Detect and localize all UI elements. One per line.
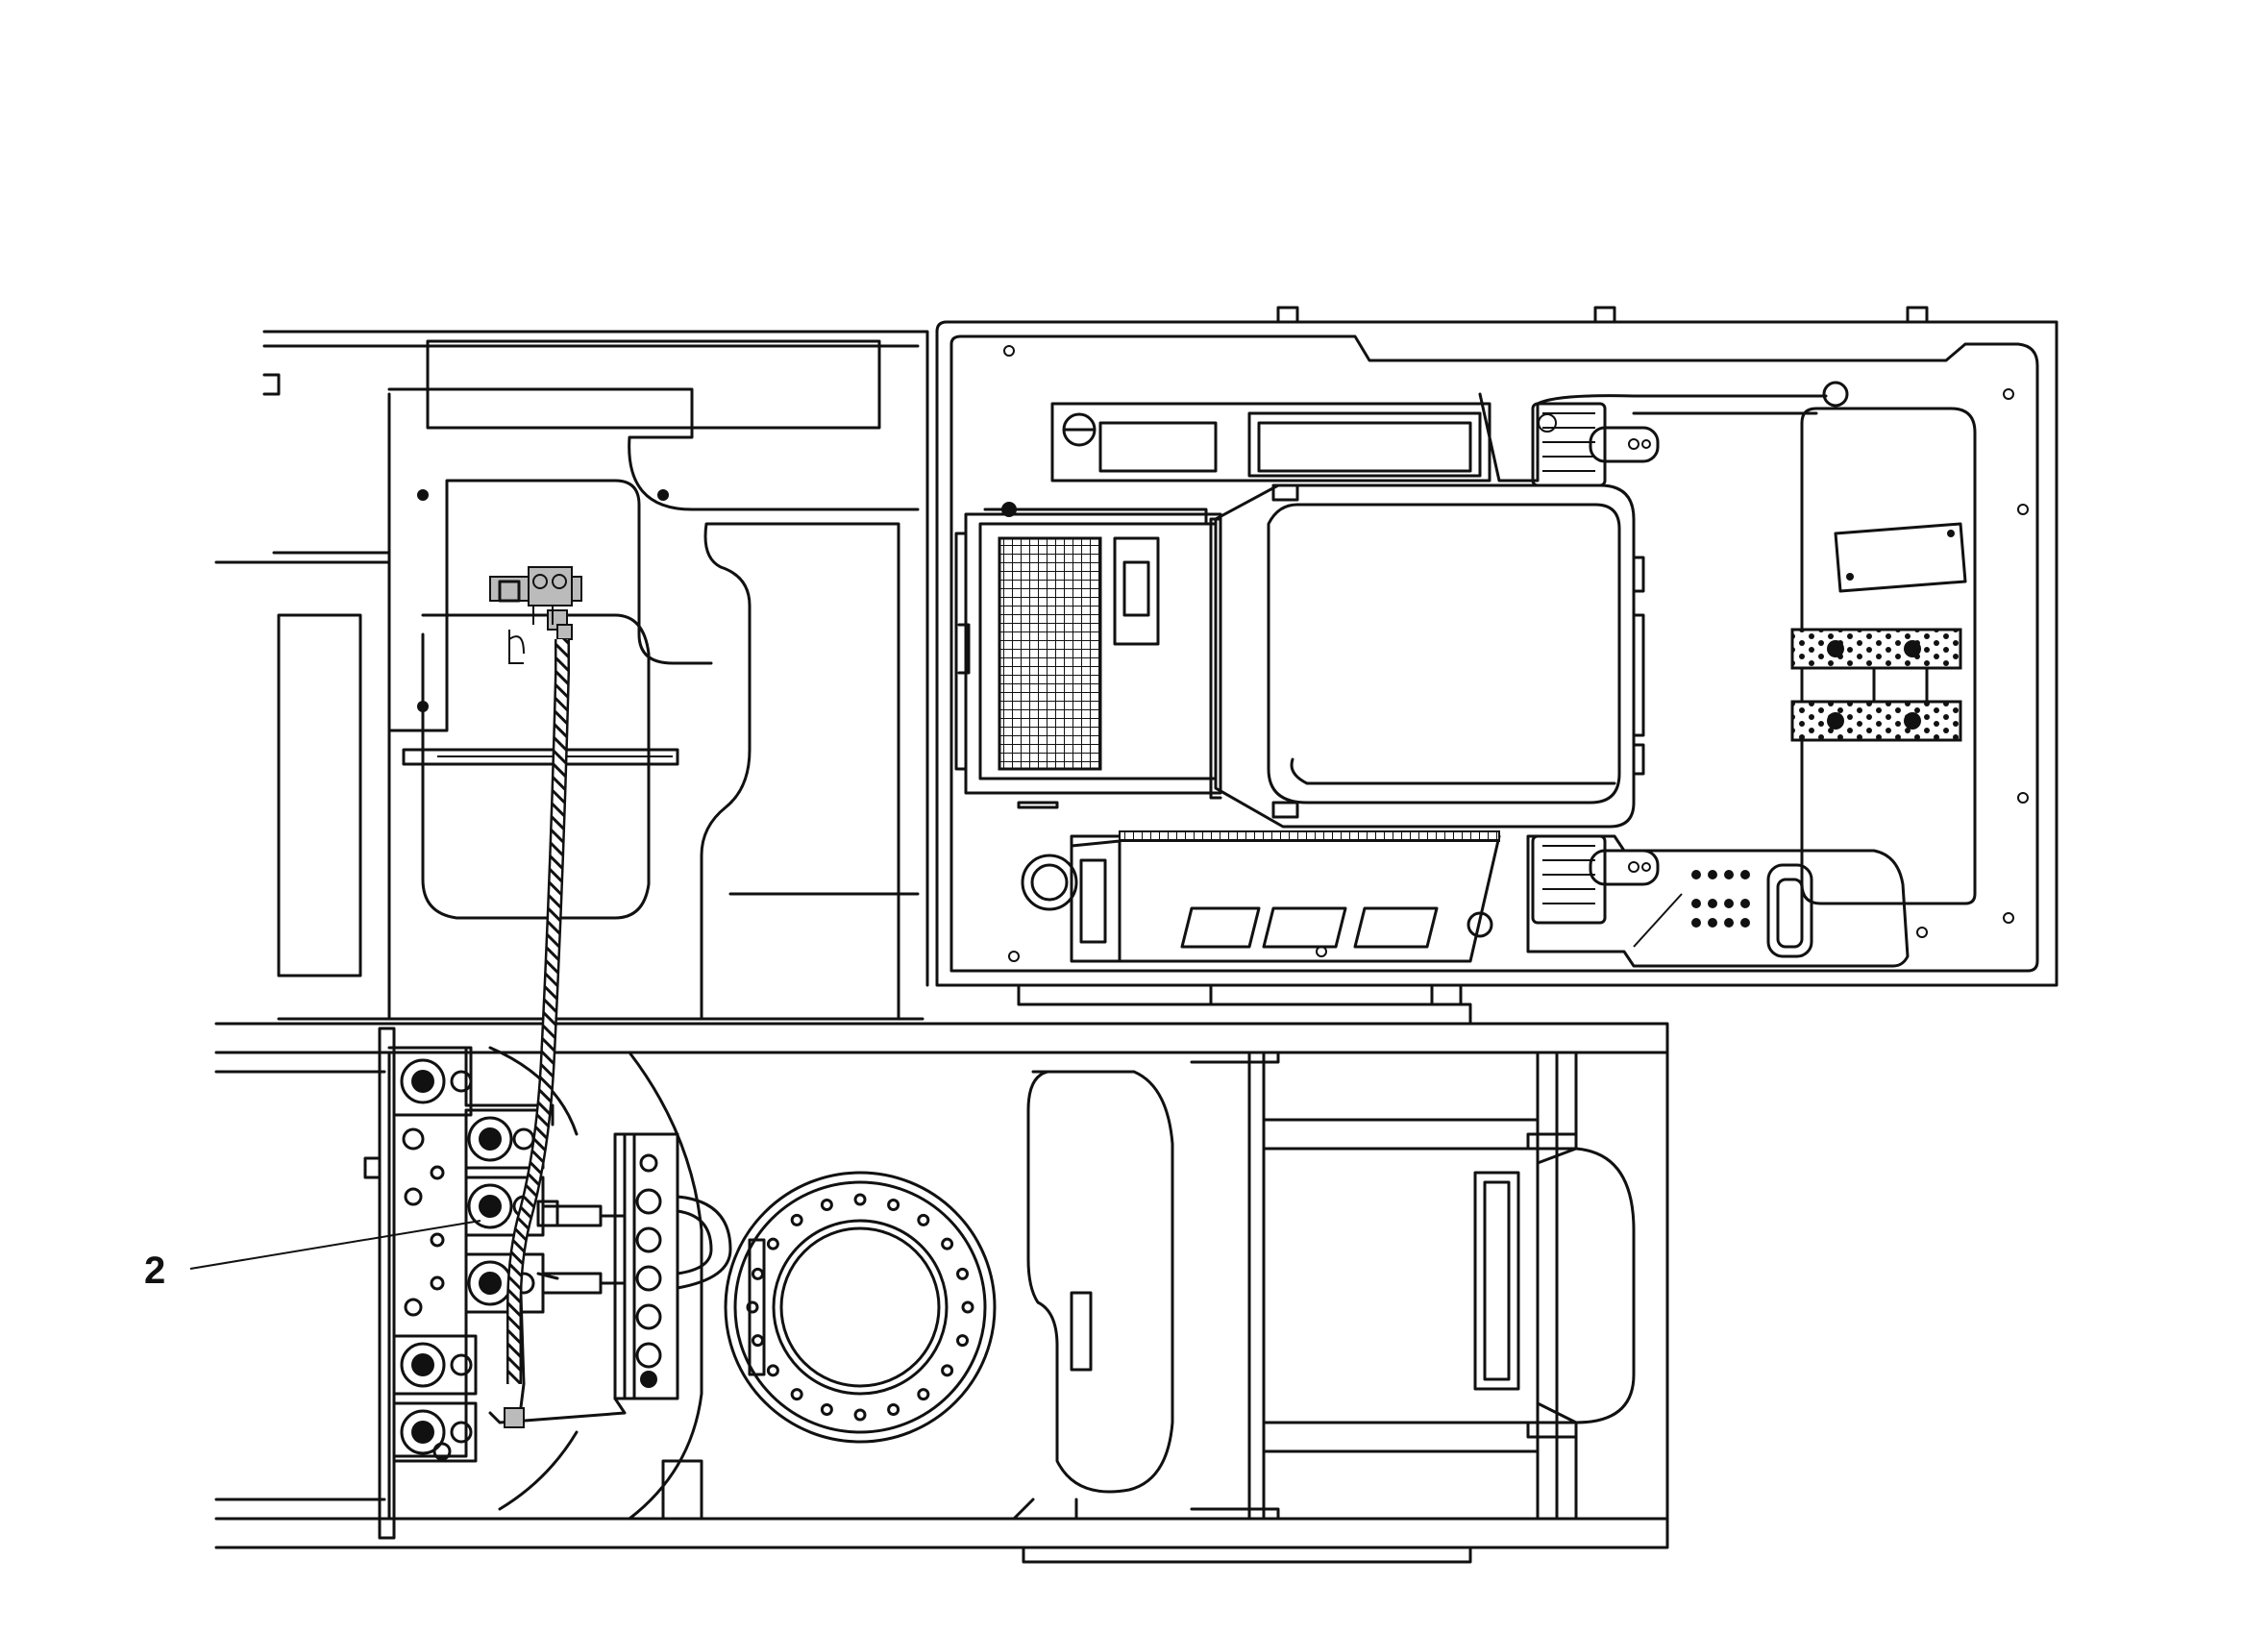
ring-bolt-hole — [853, 1193, 867, 1206]
upper-left-frame — [214, 330, 929, 1021]
ring-bolt-hole — [766, 1364, 779, 1377]
ring-bolt-hole — [790, 1213, 803, 1226]
ring-bolt-hole — [887, 1403, 900, 1417]
callout-leader-line — [189, 1220, 481, 1270]
ring-bolt-hole — [941, 1237, 954, 1250]
ring-bolt-hole — [751, 1334, 764, 1348]
ring-bolt-hole — [941, 1364, 954, 1377]
ring-bolt-hole — [956, 1267, 970, 1280]
ring-bolt-hole — [820, 1403, 833, 1417]
ring-bolt-hole — [766, 1237, 779, 1250]
operator-cab — [935, 306, 2058, 1006]
callout-2: 2 — [144, 1220, 481, 1292]
ring-bolt-hole — [751, 1267, 764, 1280]
ring-bolt-hole — [887, 1198, 900, 1211]
ring-bolt-hole — [956, 1334, 970, 1348]
ring-bolt-hole — [961, 1300, 974, 1314]
ring-bolt-hole — [917, 1213, 930, 1226]
ring-bolt-hole — [820, 1198, 833, 1211]
callout-label: 2 — [144, 1250, 165, 1292]
ring-bolt-hole — [917, 1388, 930, 1401]
ring-bolt-hole — [790, 1388, 803, 1401]
ring-bolt-hole — [853, 1408, 867, 1422]
ring-bolt-hole — [746, 1300, 759, 1314]
lower-carbody — [214, 1003, 1669, 1564]
